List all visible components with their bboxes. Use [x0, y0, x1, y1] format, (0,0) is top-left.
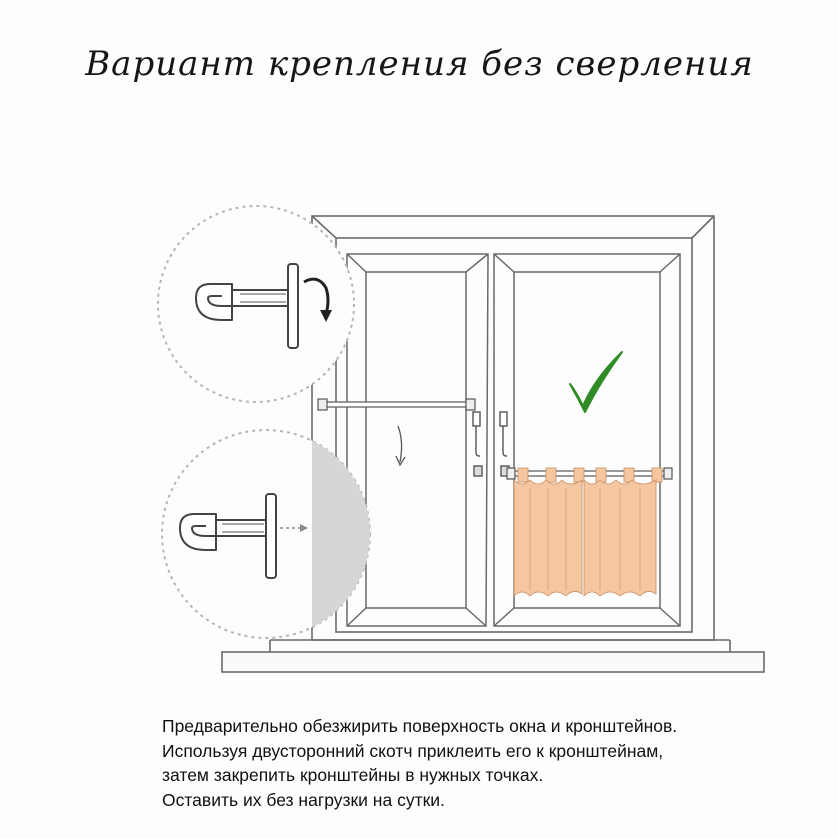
instruction-line: Оставить их без нагрузки на сутки. [162, 789, 445, 810]
window-sill [221, 639, 765, 673]
bracket-icon [195, 263, 299, 349]
instruction-line: затем закрепить кронштейны в нужных точк… [162, 765, 544, 785]
bracket-icon [179, 493, 277, 579]
curtain-rod-right [506, 467, 673, 480]
zoom-circle-bottom [161, 429, 371, 639]
window-frame [311, 215, 715, 641]
check-mark-icon [569, 351, 623, 413]
cafe-curtain [513, 467, 663, 597]
window-surface [312, 430, 370, 638]
left-sash [346, 253, 489, 627]
curtain-rod-left [317, 398, 476, 411]
page-title: Вариант крепления без сверления [85, 44, 754, 84]
instructions-text: Предварительно обезжирить поверхность ок… [162, 714, 822, 812]
right-sash [493, 253, 681, 627]
dashed-arrow-icon [280, 524, 308, 532]
window-handles [472, 411, 510, 477]
instruction-line: Предварительно обезжирить поверхность ок… [162, 716, 678, 736]
instruction-line: Используя двусторонний скотч приклеить е… [162, 740, 664, 761]
zoom-circle-top [157, 205, 355, 403]
down-arrow-icon [395, 425, 406, 467]
rotate-arrow-icon [303, 277, 332, 322]
